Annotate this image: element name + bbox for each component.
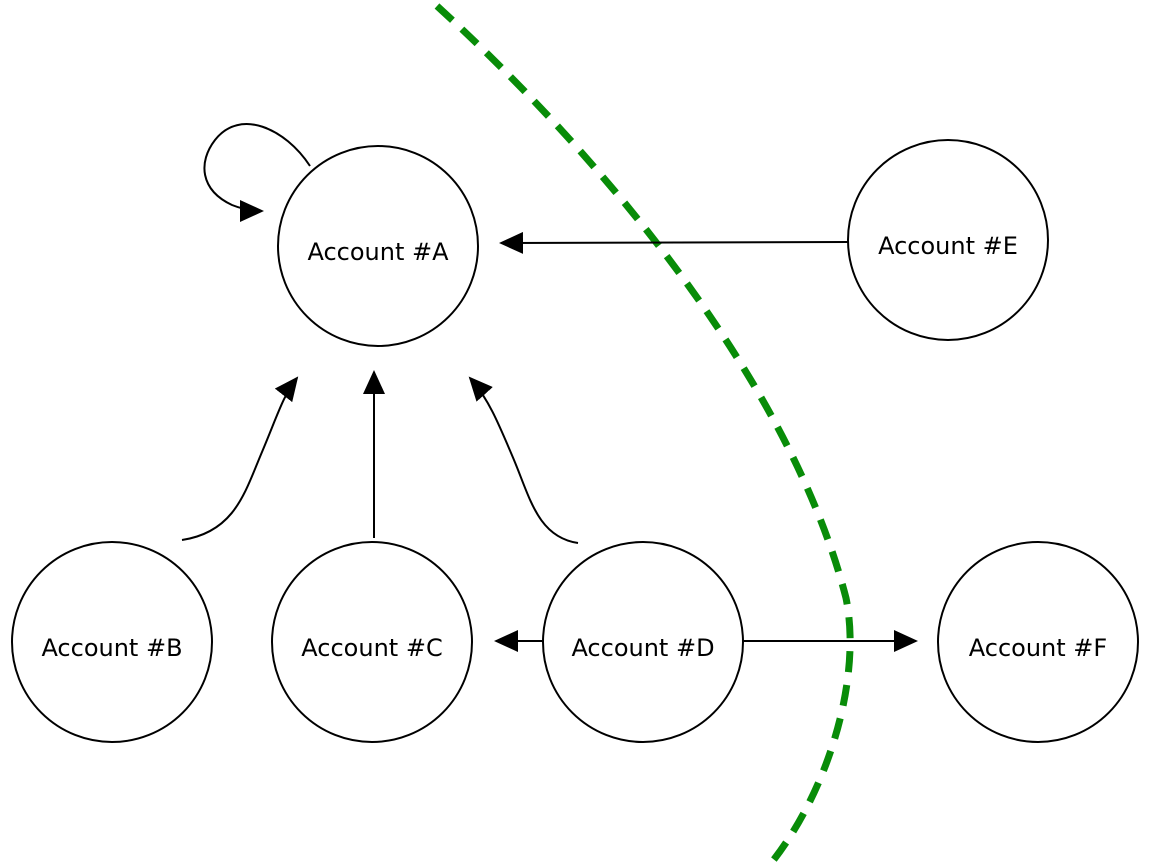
edge-a-self-loop [203, 123, 311, 222]
node-account-f: Account #F [937, 541, 1139, 743]
node-account-e-label: Account #E [878, 232, 1018, 260]
node-account-f-label: Account #F [969, 634, 1107, 662]
node-account-e: Account #E [847, 139, 1049, 341]
node-account-a-label: Account #A [307, 238, 449, 266]
edge-b-to-a [181, 376, 299, 541]
node-account-c-circle [271, 541, 473, 743]
partition-boundary-dashed-line [434, 3, 854, 864]
node-account-f-circle [937, 541, 1139, 743]
edge-d-to-a [468, 376, 579, 544]
node-account-a-circle [277, 145, 479, 347]
node-account-a: Account #A [277, 145, 479, 347]
node-account-b-circle [11, 541, 213, 743]
node-account-c: Account #C [271, 541, 473, 743]
node-account-b: Account #B [11, 541, 213, 743]
edge-e-to-a [499, 231, 849, 254]
node-account-e-circle [847, 139, 1049, 341]
node-account-d-circle [542, 541, 744, 743]
node-account-d: Account #D [542, 541, 744, 743]
node-account-b-label: Account #B [41, 634, 182, 662]
node-account-c-label: Account #C [301, 634, 442, 662]
node-account-d-label: Account #D [571, 634, 714, 662]
